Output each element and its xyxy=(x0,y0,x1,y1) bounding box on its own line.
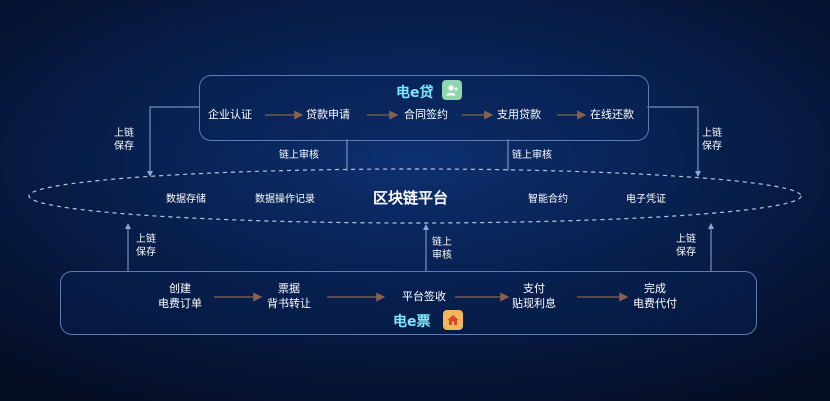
loan-step: 合同签约 xyxy=(404,108,448,121)
save-onchain-label: 上链保存 xyxy=(114,128,134,152)
bill-step: 创建电费订单 xyxy=(158,282,202,310)
audit-onchain-label: 链上审核 xyxy=(432,237,452,261)
bill-step: 票据背书转让 xyxy=(267,282,311,310)
bill-title: 电e票 xyxy=(393,314,431,330)
user-icon xyxy=(442,80,462,100)
platform-item: 数据存储 xyxy=(166,194,206,205)
house-icon xyxy=(443,310,463,330)
loan-title: 电e贷 xyxy=(396,85,434,101)
bill-step: 支付贴现利息 xyxy=(512,282,556,310)
bill-step: 完成电费代付 xyxy=(633,282,677,310)
platform-item: 数据操作记录 xyxy=(255,194,315,205)
platform-item: 智能合约 xyxy=(528,194,568,205)
audit-onchain-label: 链上审核 xyxy=(512,150,552,161)
loan-step: 支用贷款 xyxy=(497,108,541,121)
blockchain-platform-ellipse xyxy=(28,168,802,224)
loan-step: 在线还款 xyxy=(590,108,634,121)
bill-step: 平台签收 xyxy=(402,290,446,303)
connector-top-left xyxy=(147,106,199,177)
connector-top-right xyxy=(647,106,701,177)
loan-step: 贷款申请 xyxy=(306,108,350,121)
bill-process-box xyxy=(60,271,757,335)
audit-onchain-label: 链上审核 xyxy=(279,150,319,161)
platform-item: 电子凭证 xyxy=(626,194,666,205)
loan-process-box xyxy=(199,75,649,141)
save-onchain-label: 上链保存 xyxy=(136,234,156,258)
save-onchain-label: 上链保存 xyxy=(676,234,696,258)
platform-title: 区块链平台 xyxy=(373,189,449,207)
loan-step: 企业认证 xyxy=(208,108,252,121)
save-onchain-label: 上链保存 xyxy=(702,128,722,152)
